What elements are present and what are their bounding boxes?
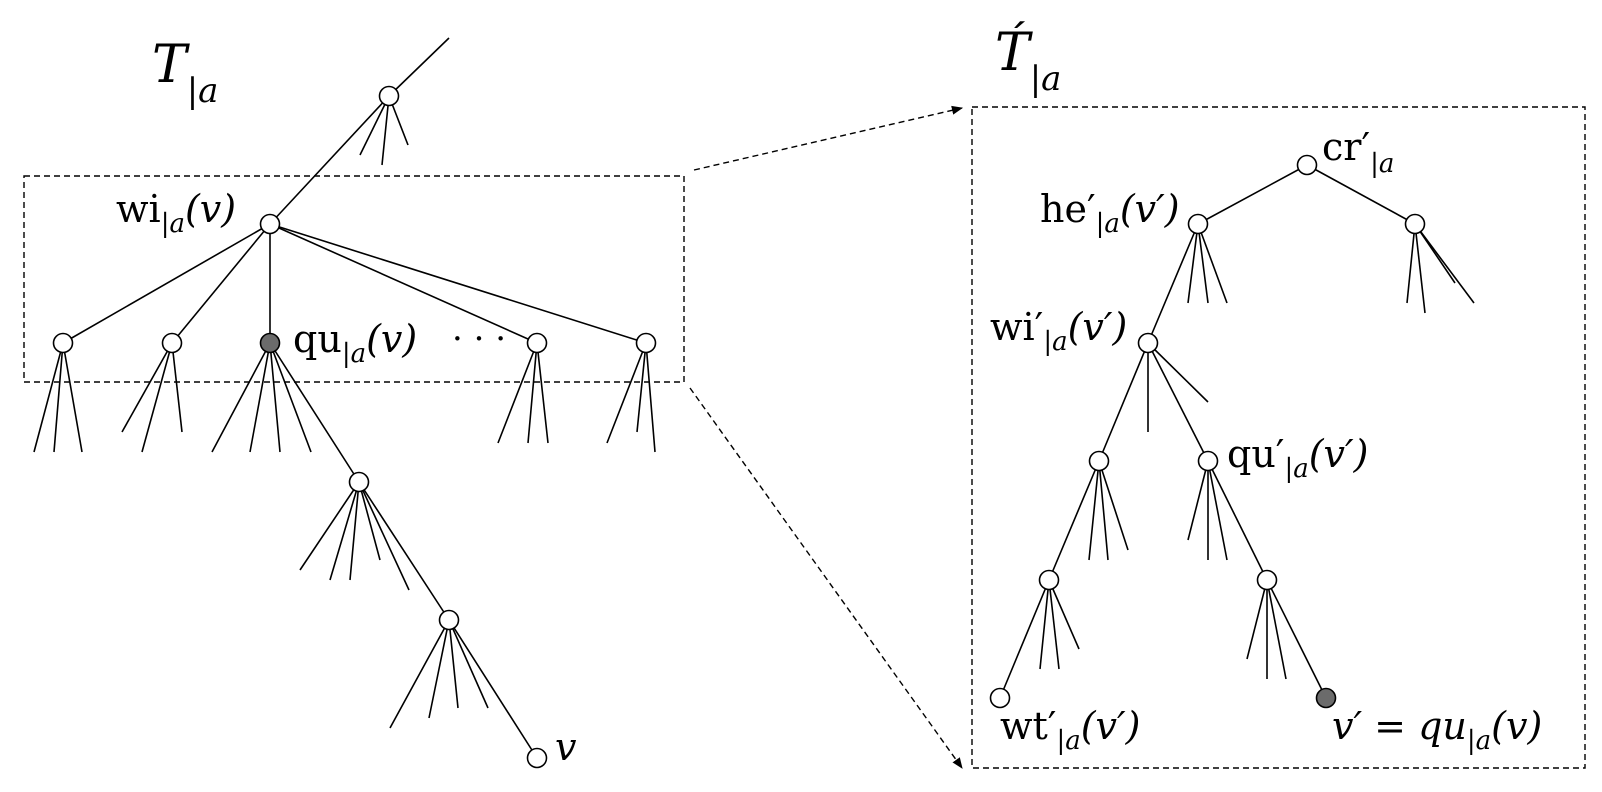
left-tree: T|a [23,35,685,769]
right-qu-label: qu′|a(v′) [1227,432,1368,484]
right-tree-edges [999,164,1475,699]
left-v-label: v [555,725,577,769]
right-cr-node [1296,154,1318,176]
left-qu-node [259,332,281,354]
right-wt-node [989,687,1011,709]
right-zoom-box [971,106,1586,769]
zoom-arrows [689,105,964,769]
left-qu-label: qu|a(v) [293,317,417,369]
right-tree-title: T́|a [995,22,1061,99]
right-he-node [1187,213,1209,235]
right-cr-label: cr′|a [1322,125,1394,179]
right-qu-node [1197,450,1219,472]
left-ellipsis: · · · [452,319,506,359]
left-path-node-1 [348,471,370,493]
zoom-arrow-bottom [689,387,963,769]
left-selection-box [23,175,685,383]
right-wi-label: wi′|a(v′) [990,305,1127,357]
right-v-prime-node [1315,687,1337,709]
left-tree-title: T|a [152,35,218,111]
right-wt-label: wt′|a(v′) [1000,704,1140,756]
left-child-node-4 [526,332,548,354]
right-tree: T́|a [971,22,1586,769]
left-tree-edges [33,37,656,759]
left-root-node [378,85,400,107]
left-wi-node [259,213,281,235]
right-wi-node [1137,332,1159,354]
zoom-arrow-top [693,105,964,171]
right-left-child-node [1088,450,1110,472]
left-path-node-2 [438,609,460,631]
right-he-label: he′|a(v′) [1040,187,1180,239]
right-qu-child-node [1256,569,1278,591]
right-sibling-node [1404,213,1426,235]
right-left-grandchild-node [1038,569,1060,591]
right-v-prime-label: v′ = qu|a(v) [1332,704,1542,756]
left-child-node-1 [52,332,74,354]
left-child-node-2 [161,332,183,354]
left-wi-label: wi|a(v) [116,187,236,239]
left-child-node-5 [635,332,657,354]
left-v-node [526,747,548,769]
